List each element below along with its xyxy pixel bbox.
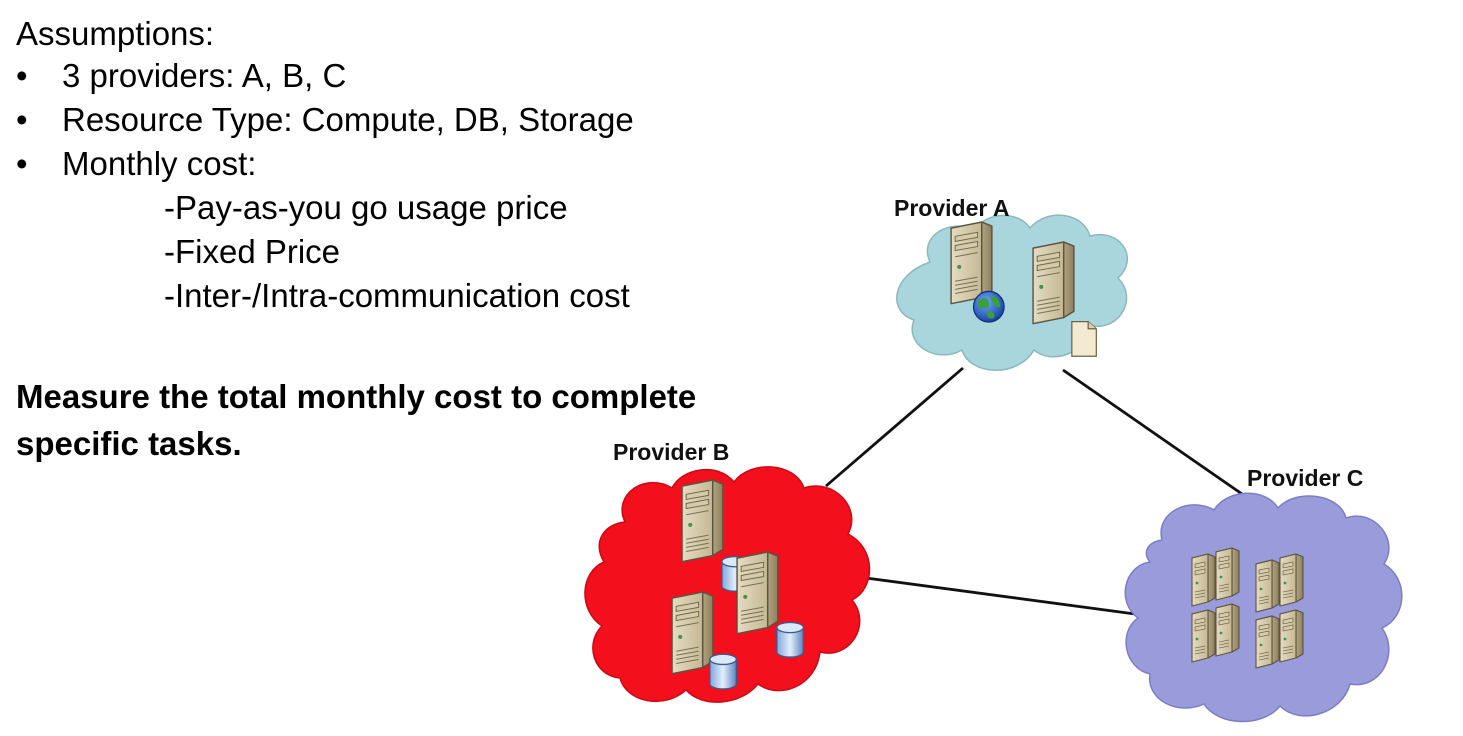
conclusion-text: Measure the total monthly cost to comple… [16, 378, 697, 462]
monthly-cost-list: -Pay-as-you go usage price -Fixed Price … [16, 186, 816, 318]
bullet-glyph: • [16, 145, 28, 182]
bullet-glyph: • [16, 57, 28, 94]
provider-b-label: Provider B [613, 439, 729, 465]
bullet-text: Monthly cost: [62, 145, 257, 182]
connection-a-c [1062, 368, 1269, 514]
list-item: -Inter-/Intra-communication cost [164, 277, 630, 314]
list-item: • Monthly cost: [16, 142, 816, 186]
provider-c-label: Provider C [1247, 465, 1363, 491]
list-item: -Pay-as-you go usage price [164, 189, 568, 226]
assumptions-section: Assumptions: • 3 providers: A, B, C • Reso… [16, 14, 816, 318]
list-item: -Fixed Price [164, 233, 341, 270]
server-globe-icon [950, 221, 1005, 323]
assumptions-list: • 3 providers: A, B, C • Resource Type: Co… [16, 54, 816, 186]
server-file-icon [1032, 241, 1097, 357]
provider-c: Provider C [1124, 465, 1403, 723]
list-item: • 3 providers: A, B, C [16, 54, 816, 98]
connection-lines [825, 366, 1269, 616]
bullet-text: Resource Type: Compute, DB, Storage [62, 101, 634, 138]
list-item: • Resource Type: Compute, DB, Storage [16, 98, 816, 142]
bullet-glyph: • [16, 101, 28, 138]
provider-a-label: Provider A [894, 195, 1009, 221]
assumptions-heading: Assumptions: [16, 15, 215, 52]
provider-b: Provider B [584, 439, 871, 703]
connection-a-b [825, 366, 964, 488]
connection-b-c [865, 576, 1136, 616]
bullet-text: 3 providers: A, B, C [62, 57, 347, 94]
provider-a: Provider A [894, 195, 1129, 371]
